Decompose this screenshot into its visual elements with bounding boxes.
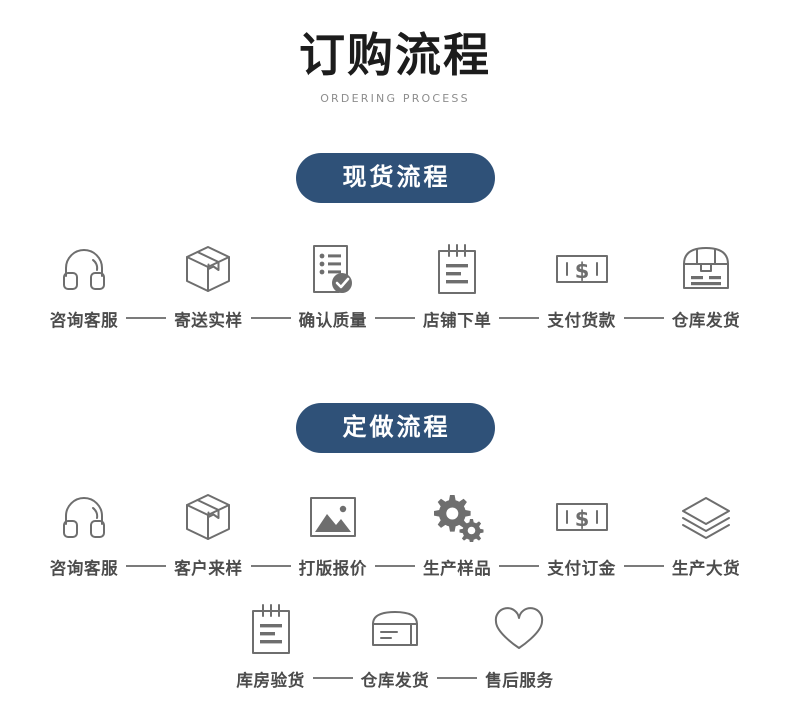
flow-connector xyxy=(375,565,415,568)
flow-step-label: 打版报价 xyxy=(298,559,367,579)
svg-text:$: $ xyxy=(574,259,589,283)
flow-step-label: 支付货款 xyxy=(547,310,616,330)
flow-step-custom-9[interactable]: 售后服务 xyxy=(485,601,553,691)
flow-step-label: 确认质量 xyxy=(298,310,367,330)
flow-connector xyxy=(250,316,291,319)
flow-connector xyxy=(623,565,664,568)
headset-icon xyxy=(58,241,110,297)
clipboard-icon xyxy=(434,241,480,297)
flow-step-custom-5[interactable]: $ 支付订金 xyxy=(547,489,615,579)
flow-row-custom-2: 库房验货 仓库发货 售后服务 xyxy=(0,601,790,691)
open-box-icon xyxy=(367,601,423,657)
flow-step-custom-8[interactable]: 仓库发货 xyxy=(361,601,429,691)
flow-row-custom-1: 咨询客服 客户来样 打版报价 xyxy=(0,489,790,579)
document-check-icon xyxy=(309,241,357,297)
flow-step-label: 售后服务 xyxy=(485,671,554,691)
flow-step-label: 咨询客服 xyxy=(49,310,119,330)
flow-step-label: 生产样品 xyxy=(423,559,492,579)
flow-step-label: 生产大货 xyxy=(671,559,741,579)
banknote-icon: $ xyxy=(554,241,610,297)
flow-step-label: 库房验货 xyxy=(236,671,305,691)
flow-step-label: 仓库发货 xyxy=(671,310,741,330)
flow-connector xyxy=(375,316,415,319)
flow-step-custom-6[interactable]: 生产大货 xyxy=(672,489,740,579)
flow-step-label: 支付订金 xyxy=(547,559,616,579)
layers-icon xyxy=(679,489,733,545)
flow-step-label: 仓库发货 xyxy=(360,671,430,691)
flow-step-stock-3[interactable]: 确认质量 xyxy=(299,241,367,331)
flow-step-label: 客户来样 xyxy=(174,559,243,579)
page-title: 订购流程 xyxy=(299,28,491,82)
gears-icon xyxy=(429,489,485,545)
flow-step-stock-2[interactable]: 寄送实样 xyxy=(174,241,242,331)
section-badge-wrap-2: 定做流程 xyxy=(0,402,790,454)
page-header: 订购流程 ORDERING PROCESS xyxy=(0,0,790,105)
flow-connector xyxy=(126,316,167,319)
flow-connector xyxy=(126,565,167,568)
flow-row-stock-1: 咨询客服 寄送实样 xyxy=(0,241,790,331)
flow-step-stock-6[interactable]: 仓库发货 xyxy=(672,241,740,331)
flow-step-custom-2[interactable]: 客户来样 xyxy=(174,489,242,579)
flow-connector xyxy=(623,316,664,319)
flow-step-custom-4[interactable]: 生产样品 xyxy=(423,489,491,579)
flow-step-stock-5[interactable]: $ 支付货款 xyxy=(547,241,615,331)
image-icon xyxy=(307,489,359,545)
page-subtitle: ORDERING PROCESS xyxy=(320,91,470,105)
box-icon xyxy=(182,489,234,545)
flow-step-label: 店铺下单 xyxy=(423,310,492,330)
section-badge-custom[interactable]: 定做流程 xyxy=(295,402,495,454)
section-badge-wrap-1: 现货流程 xyxy=(0,152,790,203)
flow-connector xyxy=(312,677,353,680)
flow-step-custom-1[interactable]: 咨询客服 xyxy=(50,489,118,579)
flow-step-stock-4[interactable]: 店铺下单 xyxy=(423,241,491,331)
flow-step-label: 咨询客服 xyxy=(49,559,119,579)
storage-box-icon xyxy=(679,241,733,297)
headset-icon xyxy=(58,489,110,545)
flow-step-custom-3[interactable]: 打版报价 xyxy=(299,489,367,579)
flow-step-stock-1[interactable]: 咨询客服 xyxy=(50,241,118,331)
flow-connector xyxy=(437,677,478,680)
flow-connector xyxy=(499,316,540,319)
section-badge-stock[interactable]: 现货流程 xyxy=(295,152,495,203)
flow-step-label: 寄送实样 xyxy=(174,310,243,330)
flow-connector xyxy=(499,565,540,568)
box-icon xyxy=(182,241,234,297)
flow-connector xyxy=(250,565,291,568)
flow-step-custom-7[interactable]: 库房验货 xyxy=(236,601,304,691)
svg-text:$: $ xyxy=(574,507,589,531)
heart-icon xyxy=(492,601,546,657)
banknote-icon: $ xyxy=(554,489,610,545)
clipboard-icon xyxy=(248,601,294,657)
